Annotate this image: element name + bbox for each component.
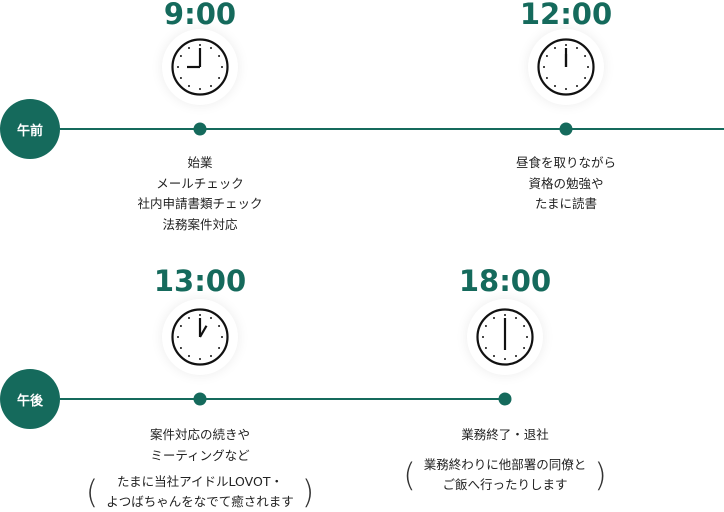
event-note: ( たまに当社アイドルLOVOT・よつばちゃんをなでて癒されます ) xyxy=(78,472,322,512)
clock-tick xyxy=(210,355,212,358)
clock-tick xyxy=(554,46,556,49)
clock-tick xyxy=(177,66,179,68)
event-line: 昼食を取りながら xyxy=(515,155,617,170)
event-description: 案件対応の続きや ミーティングなど xyxy=(150,425,250,466)
event-line: メールチェック xyxy=(156,175,244,191)
event-line: 始業 xyxy=(187,155,213,170)
event-note: ( 業務終わりに他部署の同僚とご飯へ行ったりします ) xyxy=(395,455,614,495)
clock-tick xyxy=(179,77,182,79)
morning-timeline xyxy=(60,128,724,130)
clock-tick xyxy=(523,325,526,327)
clock-tick xyxy=(576,85,578,88)
clock-tick xyxy=(221,66,223,68)
clock-tick xyxy=(515,316,517,319)
afternoon-label: 午後 xyxy=(0,369,60,429)
clock-tick xyxy=(565,88,567,90)
clock-tick xyxy=(179,347,182,349)
clock-tick xyxy=(210,316,212,319)
clock-tick xyxy=(218,347,221,349)
clock-tick xyxy=(179,55,182,57)
clock-tick xyxy=(484,325,487,327)
event-line: たまに読書 xyxy=(534,196,598,211)
clock-tick xyxy=(218,55,221,57)
clock-tick xyxy=(199,314,201,316)
clock-tick xyxy=(545,77,548,79)
event-line: 法務案件対応 xyxy=(162,216,238,232)
timeline-dot xyxy=(498,392,512,406)
clock-tick xyxy=(515,355,517,358)
time-label: 13:00 xyxy=(153,264,247,298)
clock-tick xyxy=(188,316,190,319)
clock-tick xyxy=(576,46,578,49)
close-paren: ) xyxy=(301,473,315,511)
time-label: 18:00 xyxy=(458,264,552,298)
timeline-dot xyxy=(193,122,207,136)
clock-tick xyxy=(543,66,545,68)
clock-tick xyxy=(545,55,548,57)
event-line: 案件対応の続きや xyxy=(149,427,251,442)
clock-tick xyxy=(584,55,587,57)
clock-tick xyxy=(493,355,495,358)
clock-tick xyxy=(188,85,190,88)
clock-tick xyxy=(482,336,484,338)
note-line: ご飯へ行ったりします xyxy=(442,477,568,492)
open-paren: ( xyxy=(85,473,99,511)
note-line: よつばちゃんをなでて癒されます xyxy=(106,494,294,509)
clock-tick xyxy=(199,358,201,360)
clock-icon xyxy=(162,299,238,375)
time-label: 12:00 xyxy=(519,0,613,31)
clock-tick xyxy=(199,44,201,46)
clock-icon xyxy=(162,29,238,105)
clock-tick xyxy=(188,355,190,358)
clock-tick xyxy=(587,66,589,68)
clock-icon xyxy=(467,299,543,375)
clock-tick xyxy=(199,88,201,90)
clock-tick xyxy=(210,46,212,49)
clock-tick xyxy=(210,85,212,88)
event-line: 業務終了・退社 xyxy=(461,427,549,442)
event-description: 昼食を取りながら 資格の勉強や たまに読書 xyxy=(516,153,616,215)
note-line: 業務終わりに他部署の同僚と xyxy=(423,457,587,472)
clock-tick xyxy=(218,325,221,327)
clock-tick xyxy=(179,325,182,327)
clock-tick xyxy=(565,44,567,46)
time-label: 9:00 xyxy=(163,0,237,31)
event-description: 始業 メールチェック 社内申請書類チェック 法務案件対応 xyxy=(137,153,262,235)
timeline-dot xyxy=(559,122,573,136)
clock-tick xyxy=(493,316,495,319)
clock-tick xyxy=(218,77,221,79)
event-line: 社内申請書類チェック xyxy=(137,196,263,211)
clock-tick xyxy=(484,347,487,349)
event-line: 資格の勉強や xyxy=(528,175,604,191)
close-paren: ) xyxy=(594,456,607,494)
open-paren: ( xyxy=(403,456,416,494)
morning-label: 午前 xyxy=(0,99,60,159)
clock-tick xyxy=(504,314,506,316)
clock-tick xyxy=(177,336,179,338)
event-description: 業務終了・退社 xyxy=(461,425,549,446)
clock-tick xyxy=(584,77,587,79)
note-line: たまに当社アイドルLOVOT・ xyxy=(117,474,283,489)
clock-icon xyxy=(528,29,604,105)
afternoon-timeline xyxy=(60,398,505,400)
clock-tick xyxy=(188,46,190,49)
event-line: ミーティングなど xyxy=(150,447,250,463)
clock-tick xyxy=(523,347,526,349)
clock-tick xyxy=(504,358,506,360)
timeline-dot xyxy=(193,392,207,406)
clock-tick xyxy=(554,85,556,88)
clock-tick xyxy=(221,336,223,338)
clock-tick xyxy=(526,336,528,338)
